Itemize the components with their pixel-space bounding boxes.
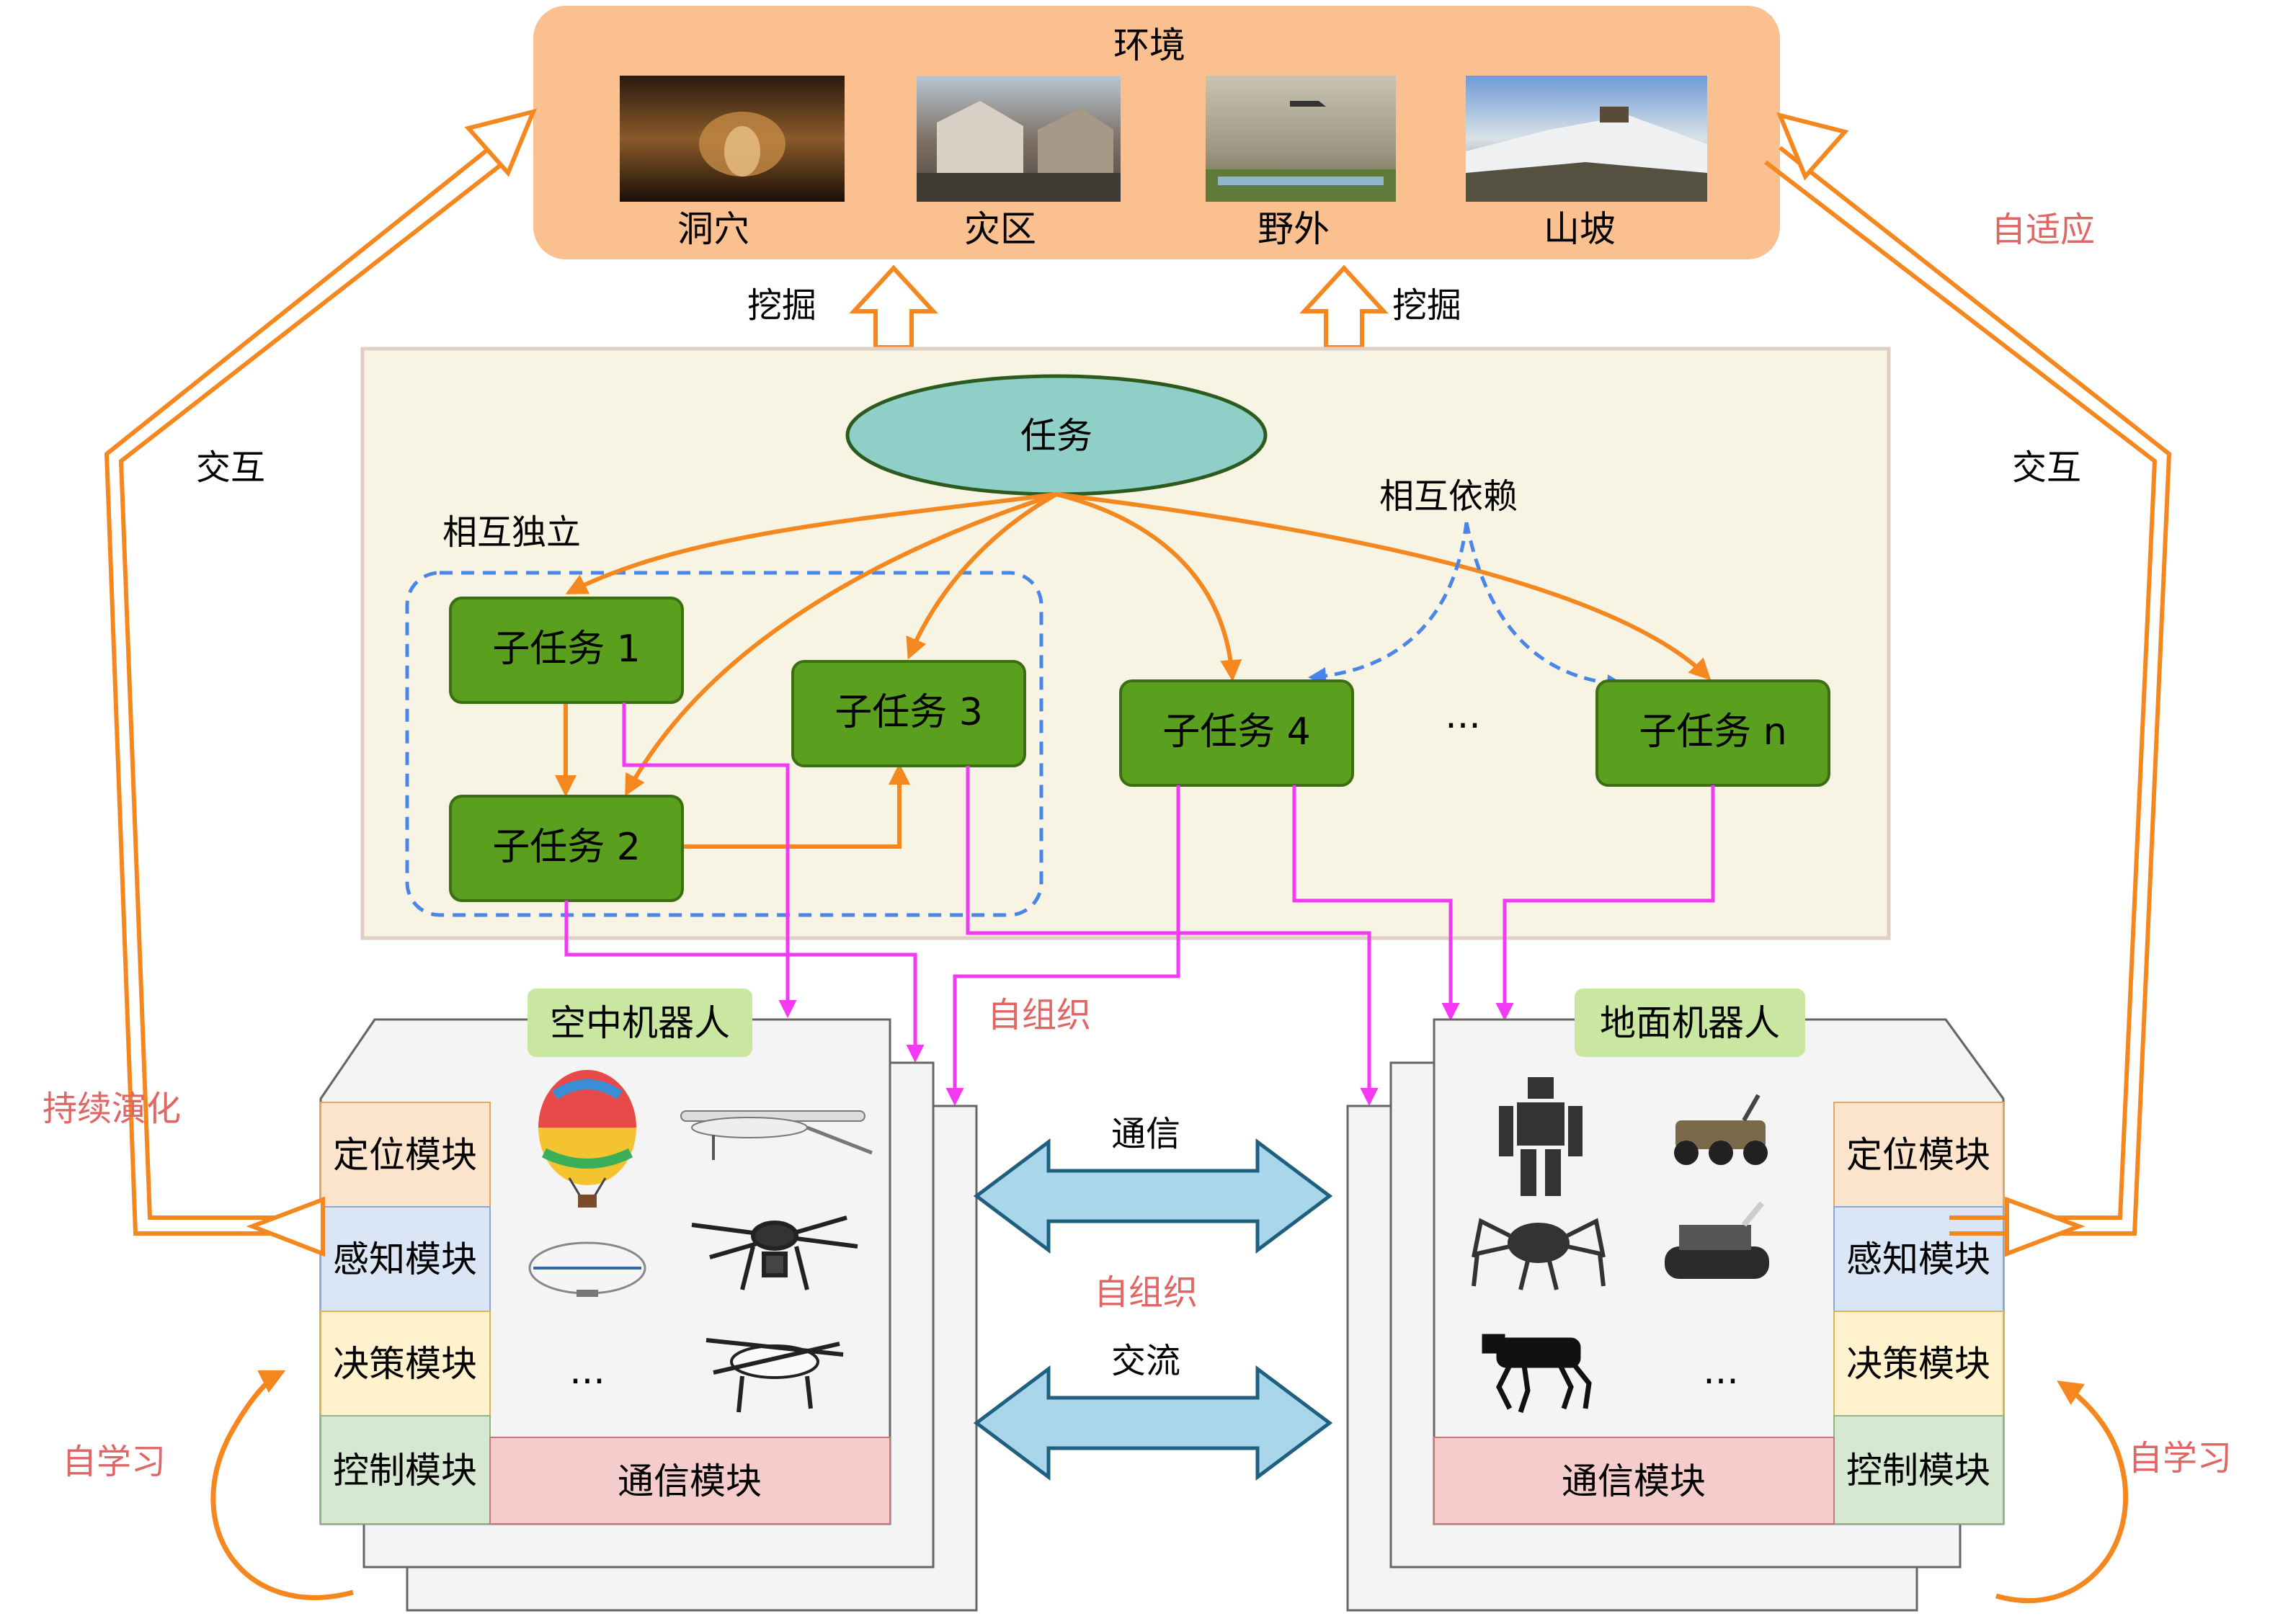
mine-label-left: 挖掘 xyxy=(747,285,816,326)
hexacopter-drone-icon xyxy=(691,1215,858,1290)
mine-label-right: 挖掘 xyxy=(1392,285,1461,326)
ground-module-perception: 感知模块 xyxy=(1846,1239,1990,1280)
scene-label-disaster: 灾区 xyxy=(964,208,1036,250)
subtask-ellipsis: ··· xyxy=(1445,705,1481,748)
subtask-n: 子任务 n xyxy=(1595,679,1830,787)
task-root-node: 任务 xyxy=(845,374,1268,496)
ground-module-positioning: 定位模块 xyxy=(1846,1134,1990,1176)
air-robot-ellipsis: ··· xyxy=(569,1360,605,1404)
wheeled-rover-icon xyxy=(1674,1094,1768,1165)
interact-label-left: 交互 xyxy=(196,447,265,488)
environment-title: 环境 xyxy=(1113,24,1185,66)
fixed-wing-drone-icon xyxy=(680,1110,873,1160)
hexapod-robot-icon xyxy=(1472,1218,1606,1290)
self-learn-label-left: 自学习 xyxy=(62,1442,166,1482)
comm-double-arrow xyxy=(973,1138,1333,1254)
self-organize-top-label: 自组织 xyxy=(987,995,1091,1035)
subtask-2: 子任务 2 xyxy=(449,795,684,902)
self-learn-label-right: 自学习 xyxy=(2128,1438,2232,1478)
interact-label-right: 交互 xyxy=(2012,447,2081,488)
task-decomposition-arrows xyxy=(555,492,1712,849)
air-robot-title: 空中机器人 xyxy=(550,1002,730,1044)
subtask-4: 子任务 4 xyxy=(1119,679,1354,787)
subtask-1: 子任务 1 xyxy=(449,597,684,704)
cave-photo xyxy=(620,76,845,202)
assignment-lines xyxy=(564,702,1715,1106)
comm-label: 通信 xyxy=(1111,1114,1180,1154)
quadcopter-drone-icon xyxy=(706,1338,844,1413)
ground-robot-title: 地面机器人 xyxy=(1600,1002,1780,1044)
quadruped-robot-icon xyxy=(1482,1334,1592,1414)
subtask-2-label: 子任务 2 xyxy=(492,826,641,869)
interact-arrow-right xyxy=(1764,112,2172,1257)
mine-arrow-right xyxy=(1299,264,1389,349)
mine-arrow-left xyxy=(849,264,938,349)
exchange-label: 交流 xyxy=(1111,1341,1180,1381)
airship-icon xyxy=(528,1241,646,1297)
independent-group-box xyxy=(405,571,1043,917)
ground-module-control: 控制模块 xyxy=(1846,1450,1990,1491)
air-module-perception: 感知模块 xyxy=(333,1239,477,1280)
air-robot-stack: 空中机器人 定位模块 感知模块 决策模块 控制模块 通信模块 xyxy=(319,989,978,1612)
independent-label: 相互独立 xyxy=(442,512,581,553)
self-learn-arrow-left xyxy=(210,1370,354,1600)
self-learn-arrow-right xyxy=(1995,1380,2129,1603)
humanoid-robot-icon xyxy=(1499,1077,1583,1196)
tracked-robot-icon xyxy=(1665,1201,1769,1279)
ground-robot-stack: 地面机器人 定位模块 感知模块 决策模块 控制模块 通信模块 xyxy=(1346,989,2005,1612)
ground-robot-ellipsis: ··· xyxy=(1703,1360,1739,1404)
adaptive-label: 自适应 xyxy=(1991,210,2095,250)
dependency-arrows xyxy=(1308,522,1625,692)
air-module-decision: 决策模块 xyxy=(333,1343,477,1385)
environment-panel: 环境 洞穴 灾区 野外 山坡 xyxy=(533,6,1780,259)
air-module-positioning: 定位模块 xyxy=(333,1134,477,1176)
hot-air-balloon-icon xyxy=(538,1070,636,1208)
subtask-3: 子任务 3 xyxy=(791,660,1026,767)
air-module-comm: 通信模块 xyxy=(618,1460,762,1502)
subtask-1-label: 子任务 1 xyxy=(492,628,641,671)
self-organize-mid-label: 自组织 xyxy=(1094,1272,1198,1313)
subtask-4-label: 子任务 4 xyxy=(1162,710,1311,754)
ground-module-comm: 通信模块 xyxy=(1562,1460,1706,1502)
dependent-label: 相互依赖 xyxy=(1379,476,1518,517)
disaster-zone-photo xyxy=(917,76,1121,202)
subtask-n-label: 子任务 n xyxy=(1639,710,1787,754)
scene-label-cave: 洞穴 xyxy=(677,208,749,250)
task-root-label: 任务 xyxy=(1020,415,1092,457)
air-module-control: 控制模块 xyxy=(333,1450,477,1491)
exchange-double-arrow xyxy=(973,1365,1333,1481)
interact-arrow-left xyxy=(104,108,538,1257)
field-photo xyxy=(1206,76,1396,202)
ground-module-decision: 决策模块 xyxy=(1846,1343,1990,1385)
subtask-3-label: 子任务 3 xyxy=(834,691,983,734)
hillside-photo xyxy=(1466,76,1707,202)
evolve-label: 持续演化 xyxy=(43,1089,181,1129)
scene-label-hillside: 山坡 xyxy=(1544,208,1616,250)
scene-label-field: 野外 xyxy=(1258,208,1330,250)
